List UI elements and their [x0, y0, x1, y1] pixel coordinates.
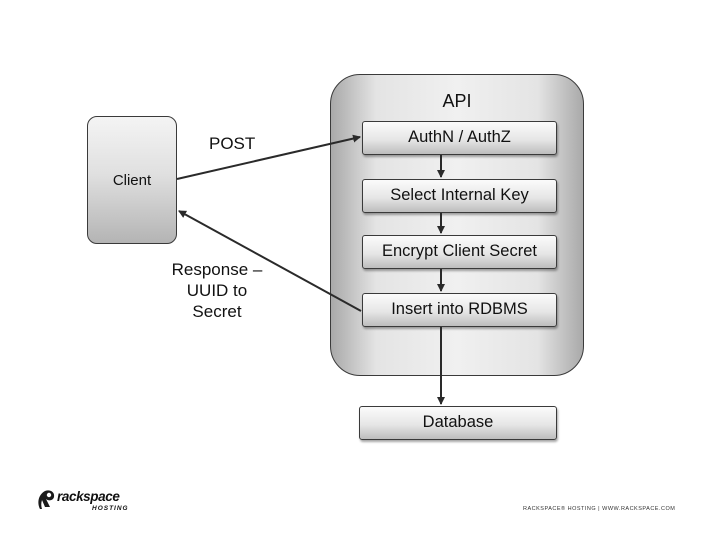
step-encrypt-client-secret: Encrypt Client Secret: [362, 235, 557, 269]
api-title: API: [442, 91, 472, 111]
step-insert-into-rdbms: Insert into RDBMS: [362, 293, 557, 327]
post-arrow: [176, 134, 361, 180]
rackspace-logo-icon: [38, 490, 55, 509]
logo-subtitle: HOSTING: [92, 505, 129, 512]
response-label-line-2: UUID to: [186, 281, 248, 300]
step-select-internal-key: Select Internal Key: [362, 179, 557, 213]
response-label-line-1: Response –: [171, 260, 263, 279]
step-authn-authz: AuthN / AuthZ: [362, 121, 557, 155]
client-label: Client: [112, 172, 152, 189]
response-label-line-3: Secret: [192, 302, 242, 321]
footer-text: RACKSPACE® HOSTING | WWW.RACKSPACE.COM: [523, 506, 676, 512]
database-node: Database: [359, 406, 557, 440]
response-arrow: [178, 210, 362, 312]
logo-wordmark: rackspace: [57, 489, 120, 504]
client-node: Client: [87, 116, 177, 244]
response-edge-label: Response – UUID to Secret: [165, 259, 269, 322]
post-edge-label: POST: [209, 134, 256, 153]
rackspace-logo: rackspace HOSTING: [36, 489, 129, 515]
